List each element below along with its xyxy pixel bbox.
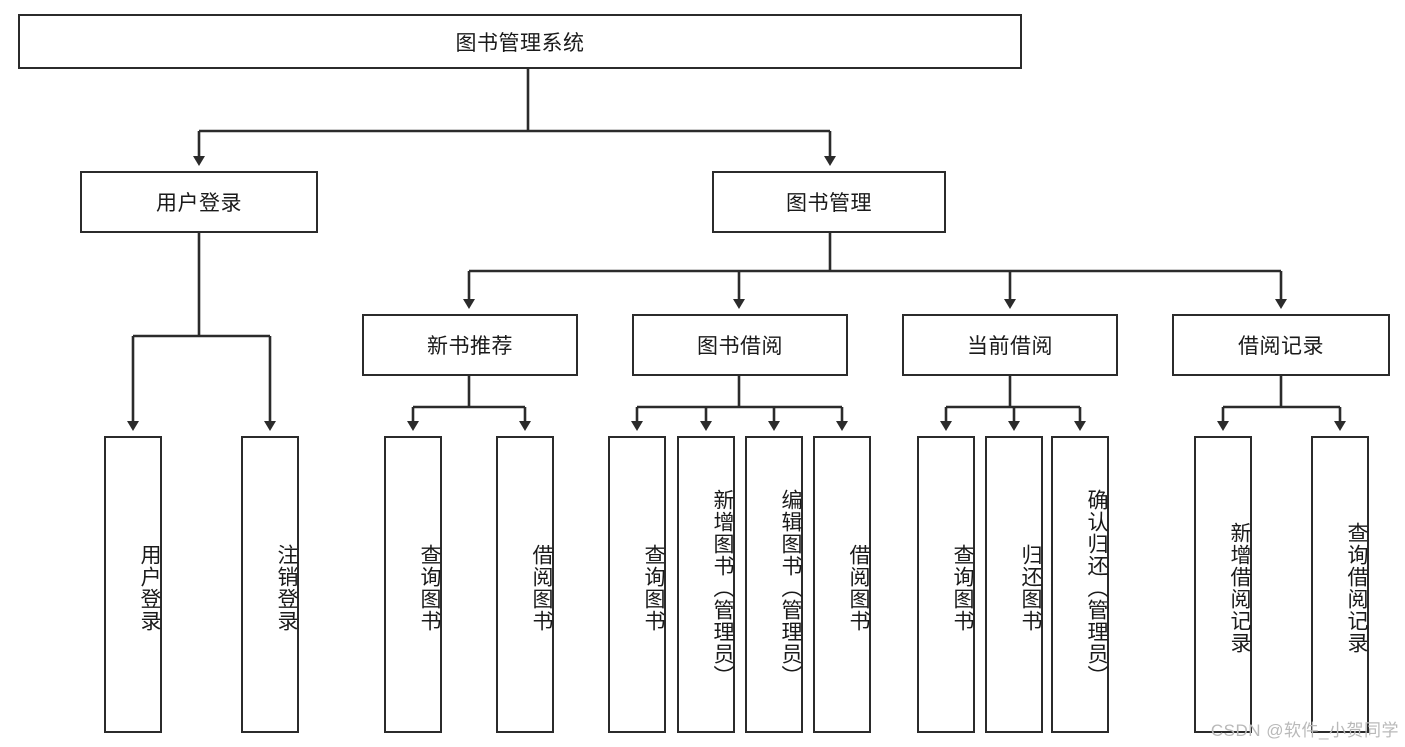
leaf-current-query-book[interactable]: 查询图书	[917, 436, 975, 733]
leaf-record-add-record-label: 新增借阅记录	[1228, 521, 1251, 654]
leaf-borrow-add-book[interactable]: 新增图书（管理员）	[677, 436, 735, 733]
leaf-borrow-edit-book[interactable]: 编辑图书（管理员）	[745, 436, 803, 733]
leaf-current-query-book-label: 查询图书	[951, 543, 974, 632]
leaf-user-login[interactable]: 用户登录	[104, 436, 162, 733]
node-new-book-recommend[interactable]: 新书推荐	[362, 314, 578, 376]
leaf-record-query-record[interactable]: 查询借阅记录	[1311, 436, 1369, 733]
leaf-record-query-record-label: 查询借阅记录	[1345, 521, 1368, 654]
leaf-newbook-query-book-label: 查询图书	[418, 543, 441, 632]
leaf-borrow-borrow-book[interactable]: 借阅图书	[813, 436, 871, 733]
connector-login-to-leaves	[127, 233, 276, 431]
leaf-current-return-book-label: 归还图书	[1019, 543, 1042, 632]
node-current-borrow-label: 当前借阅	[967, 335, 1053, 358]
leaf-borrow-edit-book-label: 编辑图书（管理员）	[779, 488, 802, 687]
node-book-borrow[interactable]: 图书借阅	[632, 314, 848, 376]
node-root[interactable]: 图书管理系统	[18, 14, 1022, 69]
leaf-newbook-borrow-book-label: 借阅图书	[530, 543, 553, 632]
node-book-management-label: 图书管理	[786, 192, 872, 215]
leaf-borrow-add-book-label: 新增图书（管理员）	[711, 488, 734, 687]
leaf-current-confirm-return[interactable]: 确认归还（管理员）	[1051, 436, 1109, 733]
node-book-borrow-label: 图书借阅	[697, 335, 783, 358]
connector-newbook-to-leaves	[407, 376, 531, 431]
node-current-borrow[interactable]: 当前借阅	[902, 314, 1118, 376]
leaf-current-confirm-return-label: 确认归还（管理员）	[1085, 488, 1108, 687]
leaf-user-logout[interactable]: 注销登录	[241, 436, 299, 733]
leaf-record-add-record[interactable]: 新增借阅记录	[1194, 436, 1252, 733]
node-borrow-record[interactable]: 借阅记录	[1172, 314, 1390, 376]
watermark: CSDN @软件_小贺同学	[1210, 721, 1399, 740]
node-user-login-label: 用户登录	[156, 192, 242, 215]
leaf-borrow-borrow-book-label: 借阅图书	[847, 543, 870, 632]
leaf-current-return-book[interactable]: 归还图书	[985, 436, 1043, 733]
connector-bookmgr-to-level3	[463, 233, 1287, 309]
node-book-management[interactable]: 图书管理	[712, 171, 946, 233]
connector-current-to-leaves	[940, 376, 1086, 431]
leaf-borrow-query-book-label: 查询图书	[642, 543, 665, 632]
node-root-label: 图书管理系统	[455, 31, 585, 55]
leaf-newbook-query-book[interactable]: 查询图书	[384, 436, 442, 733]
connector-root-to-level2	[193, 69, 836, 166]
node-borrow-record-label: 借阅记录	[1238, 335, 1324, 358]
leaf-borrow-query-book[interactable]: 查询图书	[608, 436, 666, 733]
connector-record-to-leaves	[1217, 376, 1346, 431]
leaf-user-login-label: 用户登录	[138, 543, 161, 632]
leaf-user-logout-label: 注销登录	[275, 543, 298, 632]
leaf-newbook-borrow-book[interactable]: 借阅图书	[496, 436, 554, 733]
node-user-login[interactable]: 用户登录	[80, 171, 318, 233]
connector-borrow-to-leaves	[631, 376, 848, 431]
node-new-book-recommend-label: 新书推荐	[427, 335, 513, 358]
